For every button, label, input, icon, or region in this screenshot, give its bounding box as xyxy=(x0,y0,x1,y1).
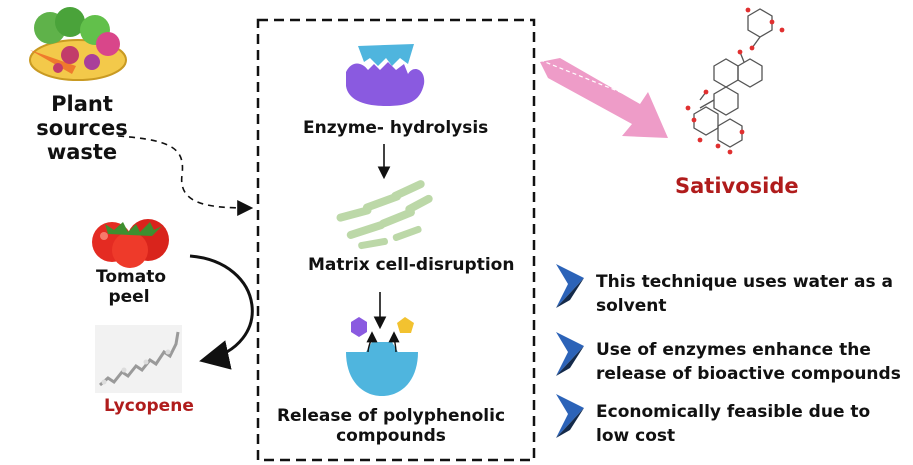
tomato-peel-label: Tomato peel xyxy=(96,267,167,307)
bullet-text-low-cost: Economically feasible due to low cost xyxy=(596,402,871,446)
plant-sources-label: Plant sources waste xyxy=(36,92,128,165)
process-box xyxy=(256,18,536,462)
oxygen-atoms xyxy=(685,7,785,155)
step-matrix-disruption: Matrix cell-disruption xyxy=(308,255,515,275)
vegetable-basket-icon xyxy=(29,7,127,81)
step-enzyme-hydrolysis: Enzyme- hydrolysis xyxy=(303,118,489,138)
lycopene-molecule-icon xyxy=(95,325,182,393)
compound-release-icon xyxy=(346,317,418,396)
bullet-text-water-solvent: This technique uses water as a solvent xyxy=(596,272,893,316)
cell-disruption-icon xyxy=(336,180,433,250)
bullet-text-enzymes: Use of enzymes enhance the release of bi… xyxy=(596,340,901,384)
step-release-compounds: Release of polyphenolic compounds xyxy=(276,406,506,446)
pink-arrow-icon xyxy=(539,58,668,138)
bullet-chevron-icon xyxy=(556,394,584,438)
sativoside-label: Sativoside xyxy=(675,174,799,198)
curved-arrow xyxy=(189,254,254,370)
tomato-icon xyxy=(92,219,169,268)
enzyme-icon xyxy=(346,44,425,106)
sativoside-molecule-icon xyxy=(693,8,773,148)
bullet-chevron-icon xyxy=(556,264,584,308)
lycopene-label: Lycopene xyxy=(104,396,194,416)
bullet-chevron-icon xyxy=(556,332,584,376)
